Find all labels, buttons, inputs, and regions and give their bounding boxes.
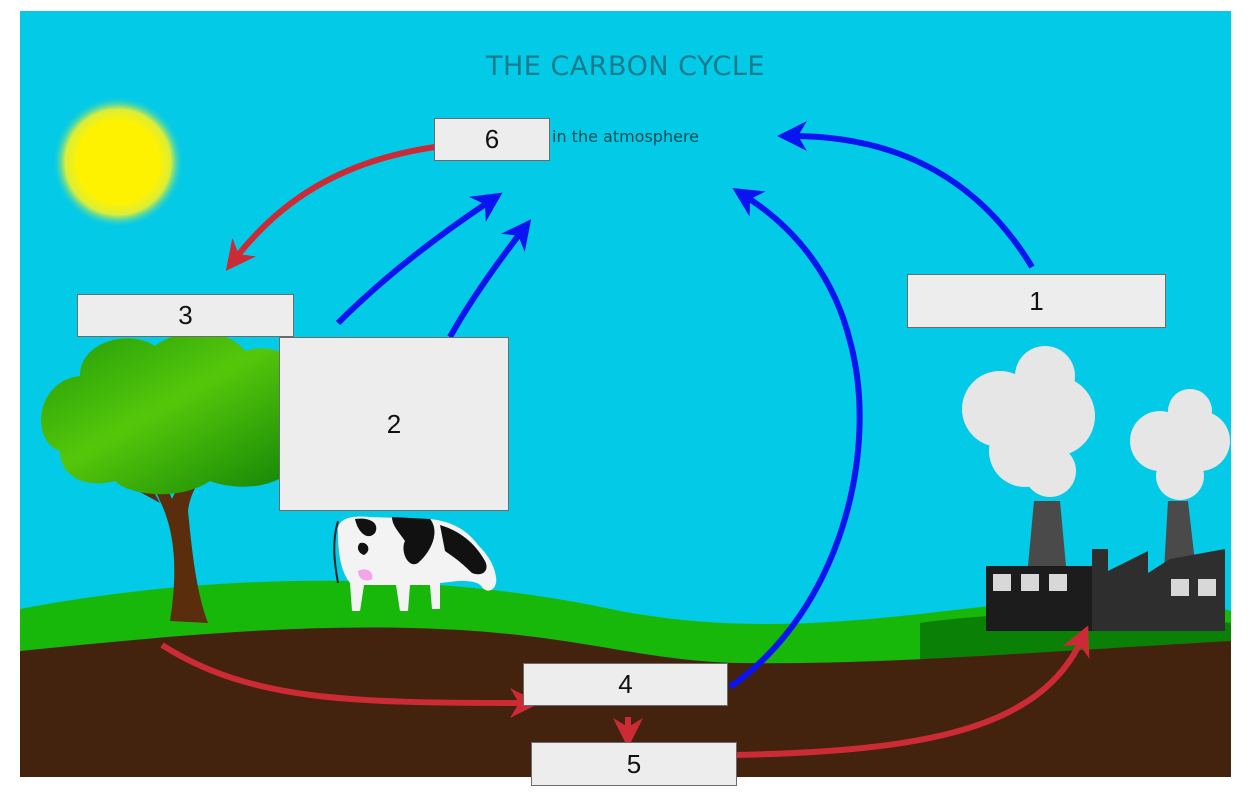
arrow-plant-respiration <box>335 192 503 326</box>
tree-icon <box>41 332 318 623</box>
arrow-animal-respiration <box>447 219 532 339</box>
arrow-fossil-fuels-to-factory <box>735 625 1090 758</box>
arrow-factory-to-atmosphere <box>777 121 1035 269</box>
label-box-2[interactable]: 2 <box>279 337 509 511</box>
arrow-atmosphere-to-photosynthesis <box>225 144 436 271</box>
cow-icon <box>333 516 497 611</box>
label-box-4[interactable]: 4 <box>523 663 728 706</box>
label-box-6[interactable]: 6 <box>434 118 550 161</box>
factory-icon <box>986 501 1225 631</box>
arrow-decomposition-to-atmosphere <box>728 187 863 690</box>
smoke-cloud-icon <box>962 346 1230 500</box>
atmosphere-label: in the atmosphere <box>552 127 700 146</box>
sun-icon <box>52 96 184 228</box>
label-box-1[interactable]: 1 <box>907 274 1166 328</box>
carbon-cycle-diagram: THE CARBON CYCLE in the atmosphere 6 3 2… <box>20 11 1231 777</box>
label-box-5[interactable]: 5 <box>531 742 737 786</box>
label-box-3[interactable]: 3 <box>77 294 294 337</box>
diagram-title: THE CARBON CYCLE <box>486 51 765 82</box>
arrow-to-decomposition <box>160 642 540 718</box>
